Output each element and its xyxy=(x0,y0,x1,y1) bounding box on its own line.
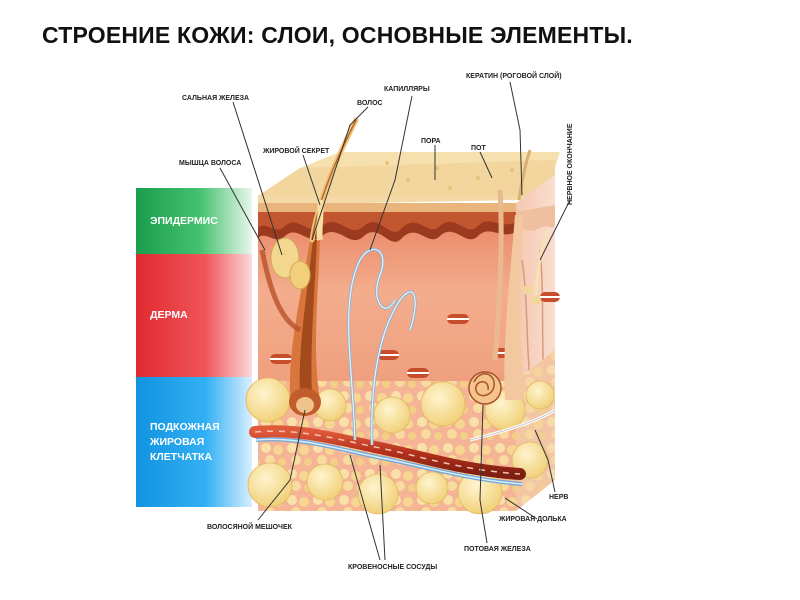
subcutaneous-fat xyxy=(245,350,555,515)
layer-epidermis: ЭПИДЕРМИС xyxy=(136,188,252,254)
layer-subcutaneous-label-1: ПОДКОЖНАЯ xyxy=(150,420,220,433)
label-hair: ВОЛОС xyxy=(357,100,383,107)
capillary-loops xyxy=(347,247,417,446)
label-hair-follicle: ВОЛОСЯНОЙ МЕШОЧЕК xyxy=(207,524,292,531)
label-hair-muscle: МЫШЦА ВОЛОСА xyxy=(179,160,242,167)
label-sebum: ЖИРОВОЙ СЕКРЕТ xyxy=(263,148,330,155)
label-capillaries: КАПИЛЛЯРЫ xyxy=(384,86,430,93)
label-keratin: КЕРАТИН (РОГОВОЙ СЛОЙ) xyxy=(466,73,562,80)
layer-subcutaneous-label-2: ЖИРОВАЯ xyxy=(150,435,205,448)
label-sebaceous-gland: САЛЬНАЯ ЖЕЛЕЗА xyxy=(182,95,250,102)
layer-subcutaneous: ПОДКОЖНАЯ ЖИРОВАЯ КЛЕТЧАТКА xyxy=(136,377,252,507)
layer-dermis: ДЕРМА xyxy=(136,254,252,377)
label-nerve-ending: НЕРВНОЕ ОКОНЧАНИЕ xyxy=(567,123,574,205)
skin-surface xyxy=(258,152,560,205)
leader-lines xyxy=(219,81,571,561)
label-pore: ПОРА xyxy=(421,138,441,145)
page-title: СТРОЕНИЕ КОЖИ: СЛОИ, ОСНОВНЫЕ ЭЛЕМЕНТЫ. xyxy=(42,22,633,48)
layer-epidermis-label: ЭПИДЕРМИС xyxy=(150,214,218,227)
label-sweat: ПОТ xyxy=(471,145,486,152)
layer-dermis-label: ДЕРМА xyxy=(150,309,188,321)
blood-vessels xyxy=(249,292,560,486)
label-sweat-gland: ПОТОВАЯ ЖЕЛЕЗА xyxy=(464,546,531,553)
label-nerve: НЕРВ xyxy=(549,494,569,501)
hair-structure xyxy=(259,117,359,416)
layer-subcutaneous-label-3: КЛЕТЧАТКА xyxy=(150,450,213,463)
sweat-gland xyxy=(468,189,504,405)
label-blood-vessels: КРОВЕНОСНЫЕ СОСУДЫ xyxy=(348,564,438,571)
label-fat-lobule: ЖИРОВАЯ ДОЛЬКА xyxy=(499,516,567,523)
hair-structure-right xyxy=(504,149,532,400)
